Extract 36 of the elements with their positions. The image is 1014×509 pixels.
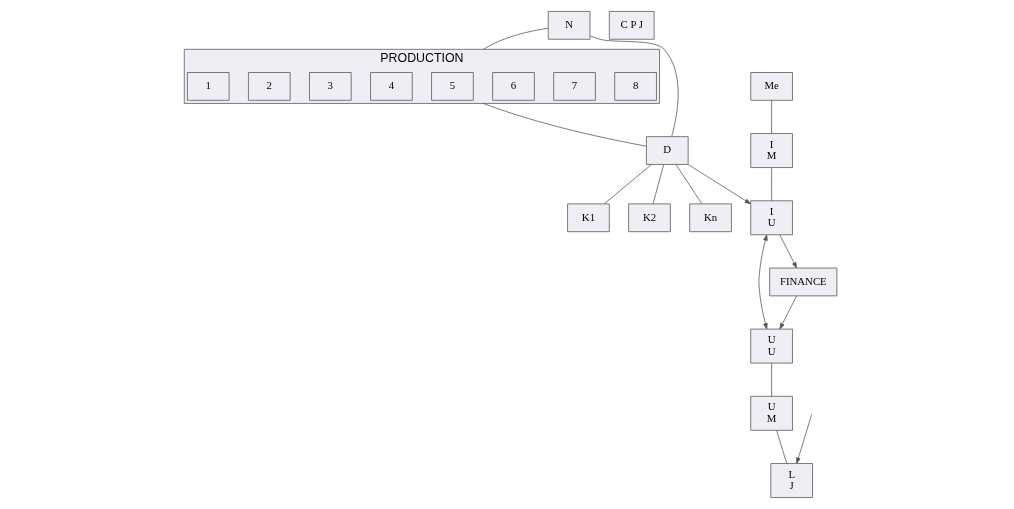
connector bbox=[770, 362, 772, 397]
node-box: U U bbox=[749, 328, 793, 364]
arrow bbox=[687, 164, 751, 205]
node-box: 1 bbox=[186, 72, 229, 101]
node-box: FINANCE bbox=[768, 267, 837, 297]
node-box: 7 bbox=[552, 72, 596, 101]
arrow bbox=[779, 234, 797, 269]
node-box: 3 bbox=[308, 72, 352, 101]
node-box: 5 bbox=[430, 72, 474, 101]
node-box: K2 bbox=[627, 203, 671, 233]
node-box: 8 bbox=[613, 72, 657, 101]
node-box: 2 bbox=[247, 72, 291, 101]
connector bbox=[603, 164, 652, 205]
node-box: I M bbox=[749, 133, 793, 168]
node-box: 4 bbox=[369, 72, 413, 101]
node-box: Me bbox=[749, 72, 793, 101]
arrow bbox=[758, 234, 768, 330]
arrow bbox=[795, 413, 812, 464]
node-box: Kn bbox=[688, 203, 732, 233]
connector bbox=[482, 103, 647, 147]
connector bbox=[775, 429, 787, 464]
node-box: K1 bbox=[566, 203, 610, 233]
node-box: L J bbox=[769, 463, 813, 498]
connector bbox=[770, 100, 772, 134]
connector bbox=[482, 27, 548, 50]
node-box: I U bbox=[749, 200, 793, 236]
node-box: D bbox=[645, 136, 689, 165]
connector bbox=[652, 164, 664, 205]
node-box: C P J bbox=[608, 11, 655, 40]
node-box: N bbox=[547, 11, 590, 40]
connector bbox=[675, 164, 702, 205]
node-box: 6 bbox=[491, 72, 535, 101]
node-box: U M bbox=[749, 395, 793, 431]
connector bbox=[770, 167, 772, 202]
connector bbox=[589, 35, 679, 137]
arrow bbox=[779, 295, 797, 330]
